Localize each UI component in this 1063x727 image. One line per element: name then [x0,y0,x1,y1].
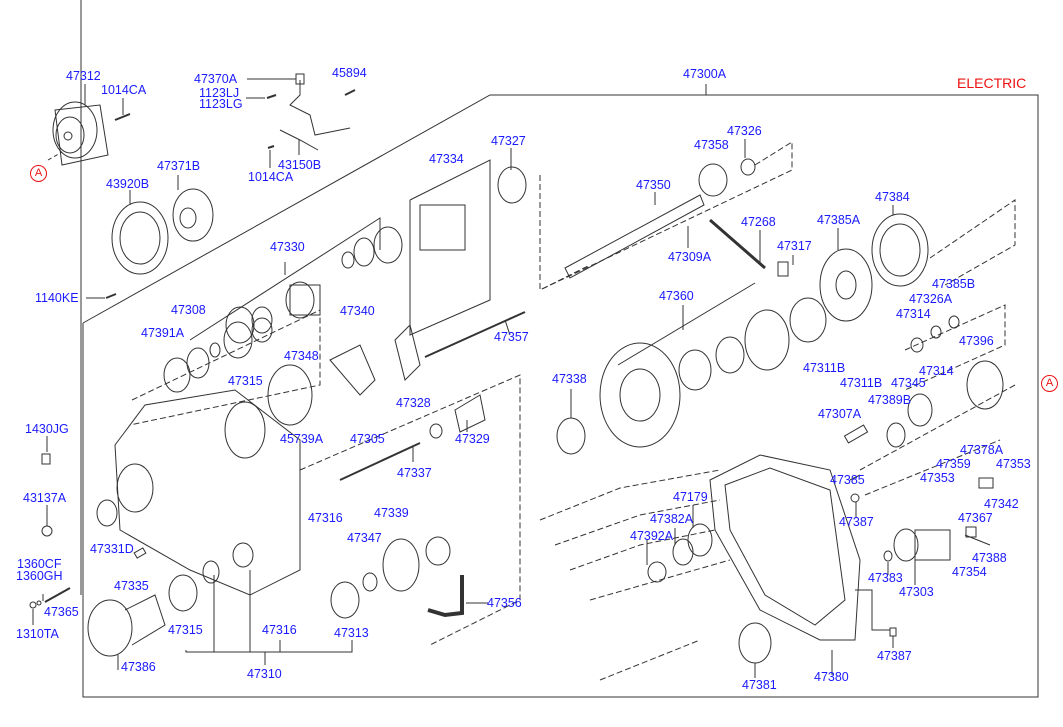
part-label[interactable]: 47308 [171,303,206,317]
part-label[interactable]: 47385A [817,213,861,227]
part-label[interactable]: 47381 [742,678,777,692]
part-label[interactable]: 47348 [284,349,319,363]
part-label[interactable]: 47360 [659,289,694,303]
part-label[interactable]: 1360GH [16,569,63,583]
part-label[interactable]: 47305 [350,432,385,446]
mount-47312-drawing [52,101,109,166]
part-label[interactable]: 43150B [278,158,322,172]
part-label[interactable]: 45894 [332,66,367,80]
part-label[interactable]: 47342 [984,497,1019,511]
part-label[interactable]: 47387 [877,649,912,663]
part-label[interactable]: 47334 [429,152,464,166]
part-label[interactable]: 47389B [868,393,912,407]
part-label[interactable]: 1430JG [25,422,69,436]
part-label[interactable]: 47310 [247,667,282,681]
part-label[interactable]: 47353 [920,471,955,485]
part-label[interactable]: 1014CA [248,170,294,184]
part-label[interactable]: 47396 [959,334,994,348]
assembly-boundary [82,94,1039,698]
part-label[interactable]: 47392A [630,529,674,543]
part-label[interactable]: 47339 [374,506,409,520]
part-label[interactable]: 47382A [650,512,694,526]
part-label[interactable]: 1140KE [35,291,79,305]
part-label[interactable]: 47358 [694,138,729,152]
part-label[interactable]: 1310TA [16,627,59,641]
part-label[interactable]: 47328 [396,396,431,410]
part-label[interactable]: 47314 [919,364,954,378]
diagram-title-electric: ELECTRIC [957,75,1027,91]
part-label[interactable]: 1123LJ [199,86,240,100]
part-label[interactable]: 47316 [262,623,297,637]
part-label[interactable]: 47345 [891,376,926,390]
transfer-case-housing [114,389,301,596]
part-label[interactable]: 47340 [340,304,375,318]
part-label[interactable]: 47314 [896,307,931,321]
part-label[interactable]: 47357 [494,330,529,344]
part-label[interactable]: 47378A [960,443,1004,457]
part-label[interactable]: 47347 [347,531,382,545]
part-label[interactable]: 45739A [280,432,324,446]
reference-marker-a-right: A [1041,375,1058,392]
part-label[interactable]: 47307A [818,407,862,421]
reference-marker-a-left: A [30,165,47,182]
part-label[interactable]: 47365 [44,605,79,619]
part-label[interactable]: 1360CF [17,557,62,571]
part-label[interactable]: 47383 [868,571,903,585]
part-label[interactable]: 47315 [228,374,263,388]
part-label[interactable]: 47356 [487,596,522,610]
part-label[interactable]: 47330 [270,240,305,254]
part-label[interactable]: 47316 [308,511,343,525]
part-label[interactable]: 43920B [106,177,150,191]
part-label[interactable]: 47326A [909,292,953,306]
part-label[interactable]: 47353 [996,457,1031,471]
part-label[interactable]: 47335 [114,579,149,593]
part-label[interactable]: 47354 [952,565,987,579]
part-label[interactable]: 47380 [814,670,849,684]
part-label[interactable]: 47388 [972,551,1007,565]
chain-47356 [427,575,464,618]
part-label[interactable]: 47359 [936,457,971,471]
part-label[interactable]: 47338 [552,372,587,386]
part-label[interactable]: 43137A [23,491,67,505]
part-label[interactable]: 47331D [90,542,134,556]
part-label[interactable]: 47385B [932,277,976,291]
part-label[interactable]: 47311B [840,376,883,390]
part-label[interactable]: 47311B [803,361,846,375]
part-label assembly-label[interactable]: 47300A [683,67,727,81]
rear-case-housing [709,454,861,641]
part-label[interactable]: 47313 [334,626,369,640]
part-label[interactable]: 47350 [636,178,671,192]
part-label[interactable]: 47315 [168,623,203,637]
part-label[interactable]: 47391A [141,326,185,340]
part-label[interactable]: 47386 [121,660,156,674]
part-label[interactable]: 47384 [875,190,910,204]
part-label[interactable]: 47179 [673,490,708,504]
part-label[interactable]: 47329 [455,432,490,446]
part-label[interactable]: 47327 [491,134,526,148]
part-label[interactable]: 47309A [668,250,712,264]
part-label[interactable]: 47326 [727,124,762,138]
part-label[interactable]: 47367 [958,511,993,525]
part-label[interactable]: 47337 [397,466,432,480]
part-label[interactable]: 47312 [66,69,101,83]
part-label[interactable]: 1123LG [199,97,243,111]
part-label[interactable]: 47387 [839,515,874,529]
part-label[interactable]: 47371B [157,159,201,173]
part-label[interactable]: 47385 [830,473,865,487]
part-label[interactable]: 47303 [899,585,934,599]
part-label[interactable]: 47268 [741,215,776,229]
part-label[interactable]: 47370A [194,72,238,86]
part-label[interactable]: 1014CA [101,83,147,97]
part-label[interactable]: 47317 [777,239,812,253]
